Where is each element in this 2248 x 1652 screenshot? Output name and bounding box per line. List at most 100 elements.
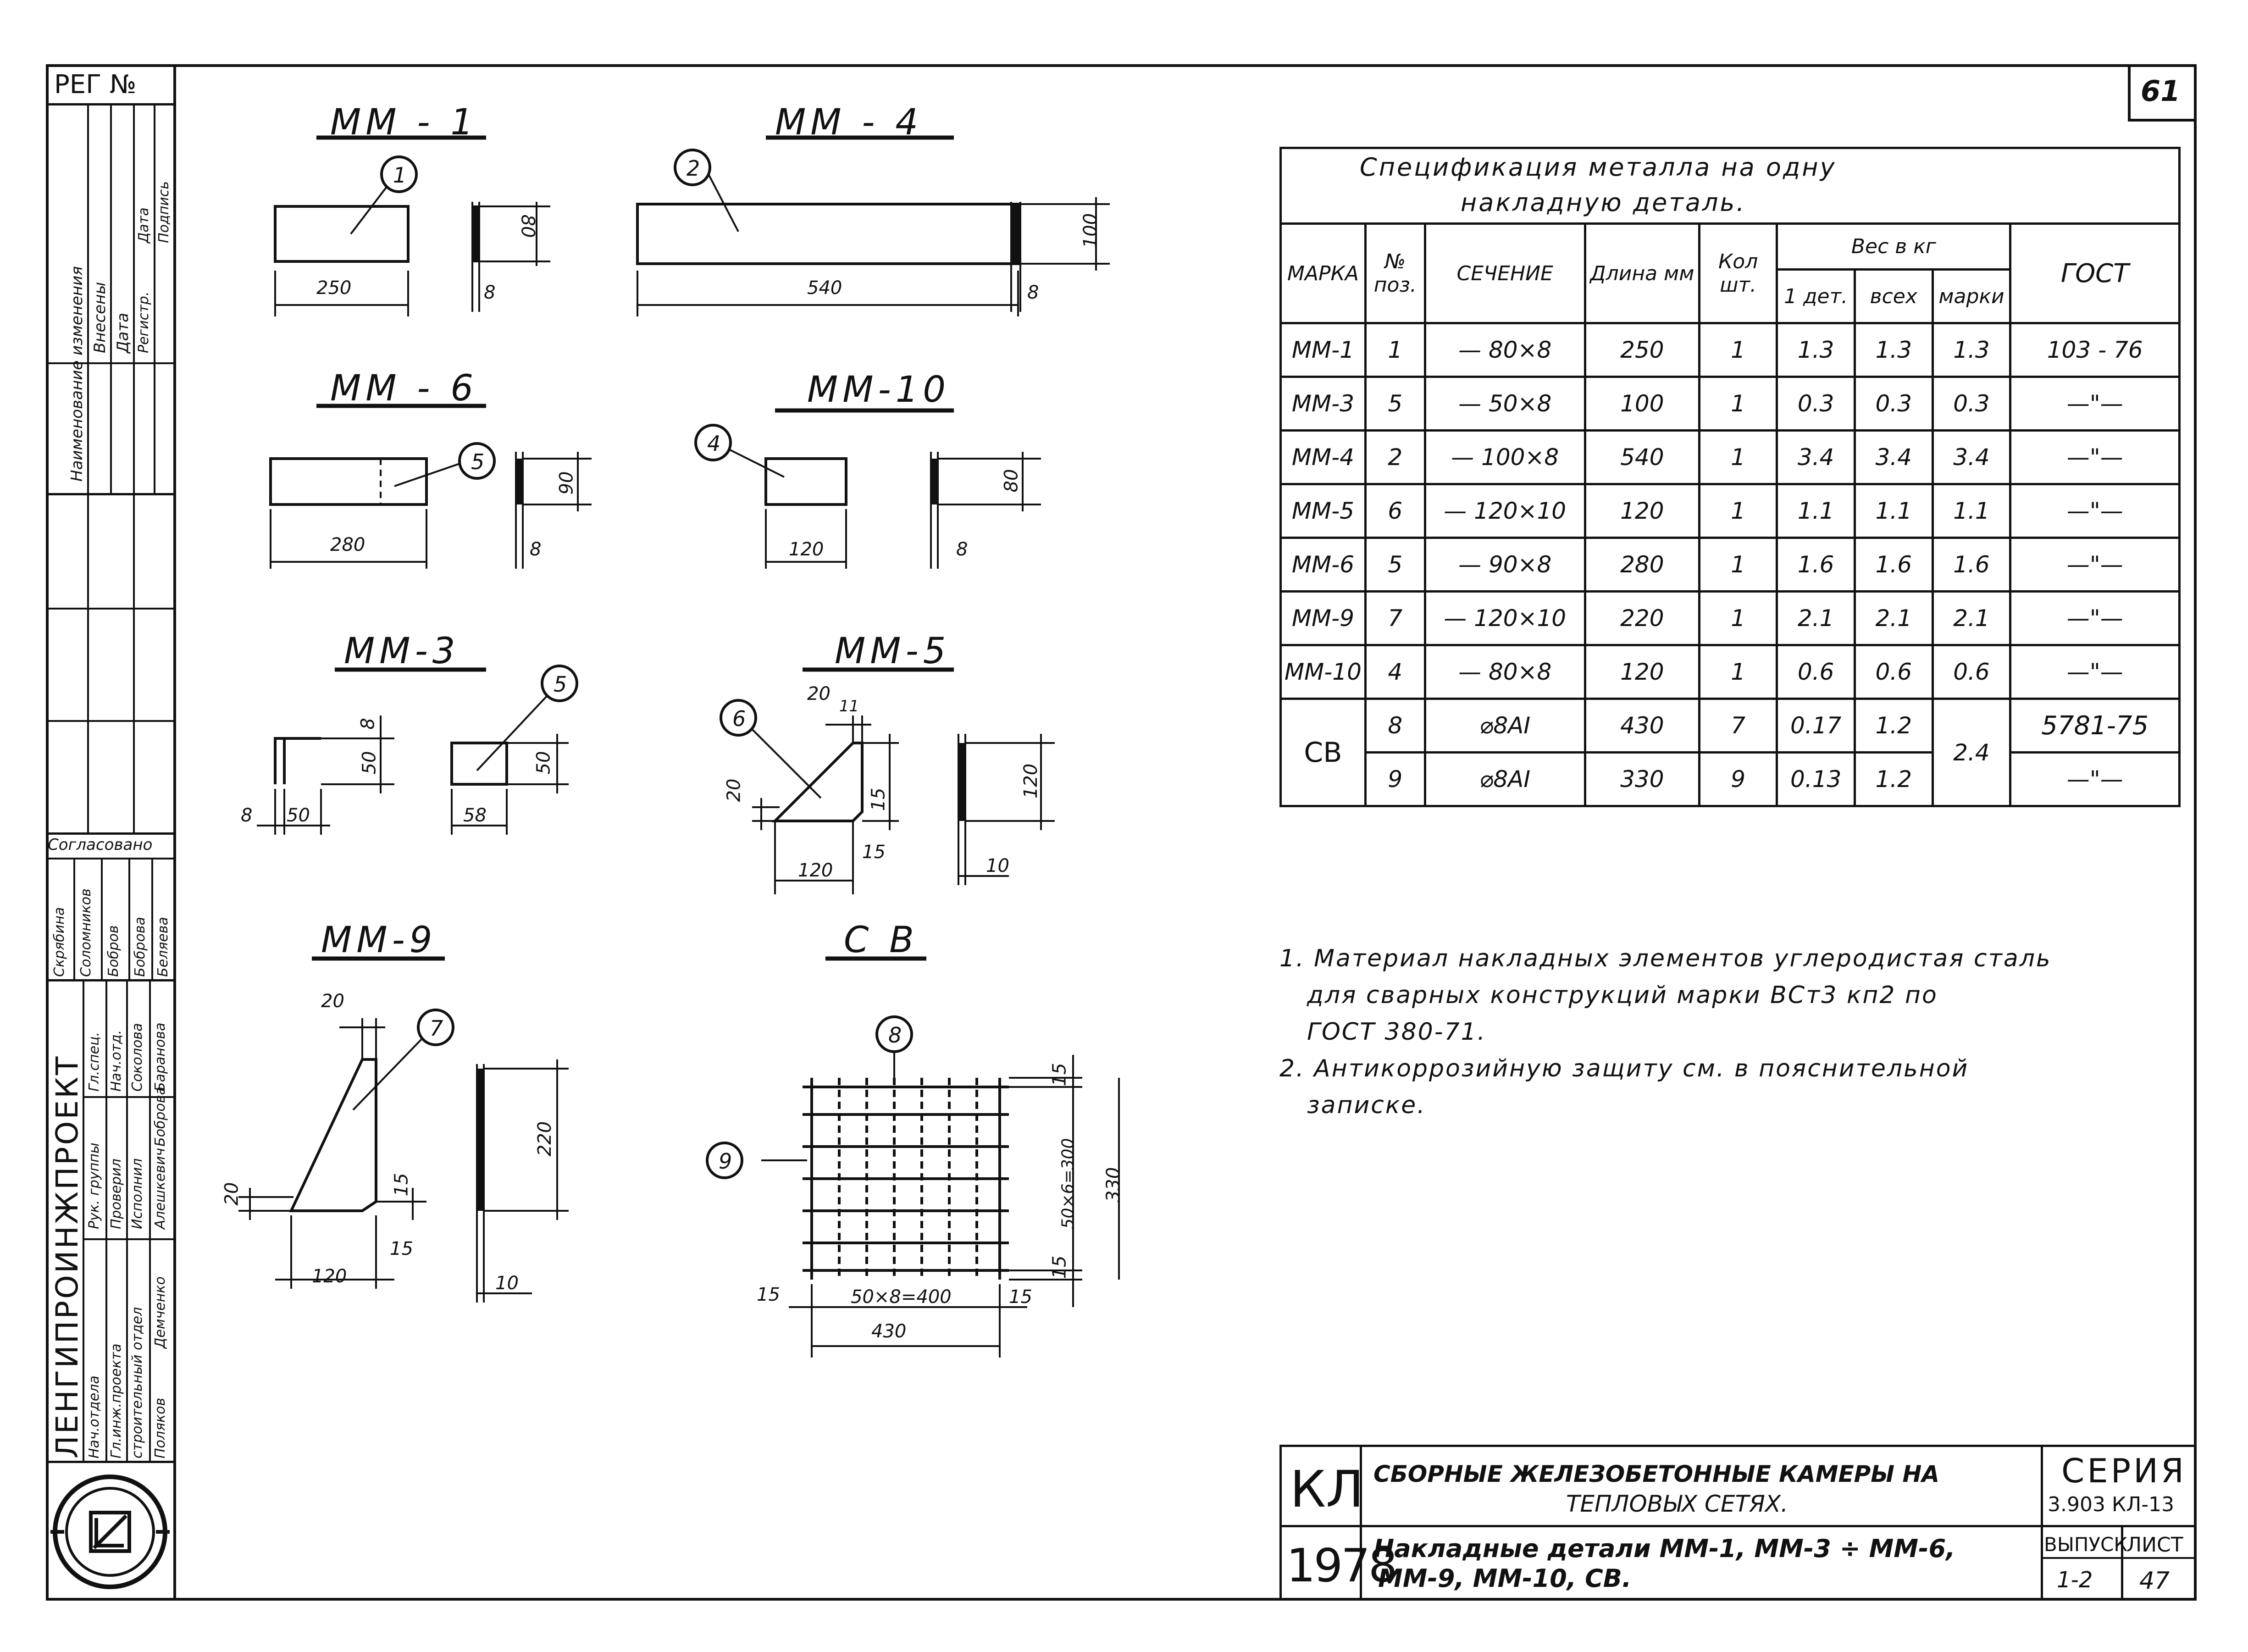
table-row: ММ-4 2 — 100×8 540 1 3.4 3.4 3.4 —"—: [1279, 429, 2181, 485]
cell-pos: 8: [1364, 698, 1426, 754]
spec-header-qty: Кол шт.: [1698, 222, 1778, 324]
cell-gost: —"—: [2009, 644, 2181, 700]
cell-wmark: 1.6: [1931, 537, 2012, 593]
cell-w1: 1.6: [1776, 537, 1856, 593]
note-1-line2: для сварных конструкций марки ВСт3 кп2 п…: [1307, 981, 1938, 1009]
cell-wall: 3.4: [1854, 429, 1934, 485]
cell-wall: 1.2: [1854, 698, 1934, 754]
spec-header-w1: 1 дет.: [1776, 268, 1856, 324]
cell-gost: —"—: [2009, 590, 2181, 646]
table-row: ММ-6 5 — 90×8 280 1 1.6 1.6 1.6 —"—: [1279, 537, 2181, 593]
spec-caption-line1: Спецификация металла на одну: [1360, 153, 1837, 182]
table-row: ММ-1 1 — 80×8 250 1 1.3 1.3 1.3 103 - 76: [1279, 322, 2181, 378]
cell-w1: 0.13: [1776, 751, 1856, 807]
cell-length: 430: [1584, 698, 1700, 754]
cell-pos: 4: [1364, 644, 1426, 700]
spec-table: МАРКА № поз. СЕЧЕНИЕ Длина мм Кол шт. Ве…: [1279, 222, 2181, 807]
callout-number: 2: [687, 156, 700, 181]
cell-section: ⌀8АI: [1423, 751, 1586, 807]
cell-length: 280: [1584, 537, 1700, 593]
cell-wmark: 3.4: [1931, 429, 2012, 485]
dimension: 50: [533, 751, 554, 775]
title-block-vline: [1360, 1447, 1362, 1598]
cell-w1: 0.17: [1776, 698, 1856, 754]
cell-marka: ММ-10: [1279, 644, 1367, 700]
callout-number: 5: [554, 672, 567, 697]
tb-series-value: 3.903 КЛ-13: [2048, 1493, 2175, 1516]
cell-wmark: 0.6: [1931, 644, 2012, 700]
org-logo: [50, 1472, 170, 1591]
dimension: 8: [530, 539, 542, 560]
dimension: 10: [986, 855, 1009, 876]
cell-w1: 1.1: [1776, 483, 1856, 539]
cell-w1: 3.4: [1776, 429, 1856, 485]
cell-qty: 1: [1698, 429, 1778, 485]
table-row: ММ-10 4 — 80×8 120 1 0.6 0.6 0.6 —"—: [1279, 644, 2181, 700]
sheet-number: 61: [2141, 74, 2181, 108]
cell-gost: —"—: [2009, 751, 2181, 807]
cell-gost: —"—: [2009, 376, 2181, 432]
dimension: 8: [1027, 282, 1039, 303]
dimension: 20: [321, 991, 344, 1012]
dimension: 8: [484, 282, 496, 303]
cell-pos: 7: [1364, 590, 1426, 646]
cell-pos: 5: [1364, 376, 1426, 432]
cell-section: — 90×8: [1423, 537, 1586, 593]
note-1-line1: 1. Материал накладных элементов углероди…: [1279, 945, 2052, 972]
cell-wall: 1.6: [1854, 537, 1934, 593]
detail-title-cb: С В: [844, 920, 919, 961]
cell-pos: 5: [1364, 537, 1426, 593]
tb-year: 1978: [1286, 1539, 1397, 1592]
cell-w1: 0.3: [1776, 376, 1856, 432]
tb-issue-value: 1-2: [2057, 1567, 2093, 1593]
spec-header-wall: всех: [1854, 268, 1934, 324]
cell-section: — 80×8: [1423, 644, 1586, 700]
tb-code: КЛ: [1290, 1460, 1364, 1519]
spec-header-subrow: 1 дет. всех марки: [1281, 268, 2180, 324]
org-signature-block: ЛЕНГИПРОИНЖПРОЕКТ Нач.отдела Гл.инж.прое…: [46, 981, 174, 1463]
cell-qty: 9: [1698, 751, 1778, 807]
cell-pos: 6: [1364, 483, 1426, 539]
cell-length: 540: [1584, 429, 1700, 485]
spec-header-length: Длина мм: [1584, 222, 1700, 324]
cell-marka: ММ-6: [1279, 537, 1367, 593]
cell-marka: ММ-4: [1279, 429, 1367, 485]
tb-project-l2: ТЕПЛОВЫХ СЕТЯХ.: [1566, 1491, 1788, 1517]
note-1-line3: ГОСТ 380-71.: [1307, 1018, 1487, 1046]
detail-title-mm3: ММ-3: [344, 631, 460, 672]
cell-length: 120: [1584, 644, 1700, 700]
cell-wmark: 2.4: [1931, 698, 2012, 807]
detail-title-mm1: ММ - 1: [330, 102, 478, 143]
dimension: 250: [316, 277, 352, 299]
dimension: 15: [391, 1173, 412, 1197]
cell-section: ⌀8АI: [1423, 698, 1586, 754]
dimension: 120: [1020, 763, 1042, 799]
cell-w1: 1.3: [1776, 322, 1856, 378]
stamp-divider: [46, 103, 174, 105]
tb-project-l1: СБОРНЫЕ ЖЕЛЕЗОБЕТОННЫЕ КАМЕРЫ НА: [1373, 1461, 1940, 1487]
cell-marka: ММ-5: [1279, 483, 1367, 539]
spec-header-row: МАРКА № поз. СЕЧЕНИЕ Длина мм Кол шт. Ве…: [1279, 222, 2181, 324]
stamp-blank-rows: [46, 495, 174, 835]
revision-grid: Наименование изменения Внесены Дата Реги…: [46, 105, 174, 495]
stamp-vertical-line: [173, 64, 176, 1601]
cell-section: — 50×8: [1423, 376, 1586, 432]
dimension: 58: [463, 805, 487, 826]
dimension: 80: [1001, 469, 1022, 493]
tb-series-label: СЕРИЯ: [2061, 1452, 2187, 1490]
cell-marka: ММ-9: [1279, 590, 1367, 646]
dimension: 11: [839, 697, 859, 715]
left-stamp: РЕГ № Наименование изменения Внесены Дат…: [46, 64, 176, 1601]
cell-wall: 1.2: [1854, 751, 1934, 807]
tb-sheet-l1: Накладные детали ММ-1, ММ-3 ÷ ММ-6,: [1373, 1534, 1955, 1563]
cell-length: 250: [1584, 322, 1700, 378]
cell-section: — 80×8: [1423, 322, 1586, 378]
cell-qty: 7: [1698, 698, 1778, 754]
logo-emblem-icon: [50, 1475, 170, 1589]
dimension: 20: [807, 683, 831, 704]
cell-wall: 1.3: [1854, 322, 1934, 378]
dimension: 100: [1080, 213, 1102, 249]
cell-wmark: 0.3: [1931, 376, 2012, 432]
dimension: 50: [287, 805, 310, 826]
dimension: 50×6=300: [1058, 1138, 1078, 1229]
